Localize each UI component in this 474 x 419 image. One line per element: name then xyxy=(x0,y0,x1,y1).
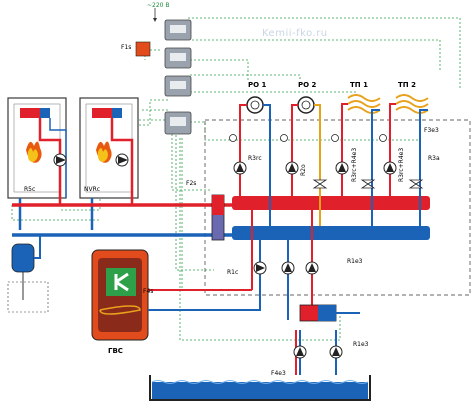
boiler-pump-2 xyxy=(115,153,129,167)
expansion-tank-icon xyxy=(11,235,41,300)
controller-stack xyxy=(164,19,192,135)
label-r1c: R1c xyxy=(227,269,239,276)
label-f3e3: F3e3 xyxy=(424,127,439,134)
pump-icon xyxy=(233,161,247,175)
controller-icon xyxy=(164,111,192,135)
label-gvs: ГВС xyxy=(108,347,123,355)
label-r1e3-b: R1e3 xyxy=(353,341,369,348)
pump-icon xyxy=(305,261,319,275)
label-r5c: R5c xyxy=(24,186,36,193)
boiler-1 xyxy=(7,97,67,199)
label-tp2: ТП 2 xyxy=(398,81,416,89)
heat-exchanger-icon xyxy=(299,304,337,322)
pump-icon xyxy=(335,161,349,175)
power-label: ~220 В xyxy=(147,2,170,9)
pump-icon xyxy=(285,161,299,175)
pump-icon xyxy=(329,345,343,359)
label-tp1: ТП 1 xyxy=(350,81,368,89)
thermometer-icon xyxy=(331,134,339,142)
label-r2o: R2o xyxy=(300,164,307,176)
label-r3rc-tp2: R3rc+R4e3 xyxy=(398,147,405,182)
valve-icon xyxy=(408,179,424,189)
label-f4s: F4s xyxy=(143,288,154,295)
label-r1e3: R1e3 xyxy=(347,258,363,265)
pool-icon xyxy=(149,375,371,401)
label-f1s: F1s xyxy=(121,44,132,51)
label-nvrc: NVRc xyxy=(84,186,101,193)
watermark: Kemii-fko.ru xyxy=(262,28,328,39)
label-f2s: F2s xyxy=(186,180,197,187)
return-manifold xyxy=(232,226,430,240)
boiler-2 xyxy=(79,97,139,199)
power-socket-icon xyxy=(135,41,151,57)
thermometer-icon xyxy=(280,134,288,142)
controller-icon xyxy=(164,75,192,97)
supply-manifold xyxy=(232,196,430,210)
pump-icon xyxy=(253,261,267,275)
thermometer-icon xyxy=(379,134,387,142)
label-ro2: РО 2 xyxy=(298,81,317,89)
label-r3a: R3a xyxy=(428,155,440,162)
expansion-group-frame xyxy=(7,281,49,313)
boiler-pump-1 xyxy=(53,153,67,167)
label-f4e3: F4e3 xyxy=(271,370,286,377)
controller-icon xyxy=(164,19,192,41)
distribution-frame xyxy=(204,119,471,296)
control-wiring xyxy=(11,17,461,341)
valve-icon xyxy=(360,179,376,189)
controller-icon xyxy=(164,47,192,69)
hw-return-pipe xyxy=(148,240,261,311)
pump-icon xyxy=(383,161,397,175)
thermometer-icon xyxy=(229,134,237,142)
pump-icon xyxy=(281,261,295,275)
hot-water-tank-icon xyxy=(91,249,149,341)
label-r3rc-tp1: R3rc+R4e3 xyxy=(351,147,358,182)
valve-icon xyxy=(312,179,328,189)
label-r3rc: R3rc xyxy=(248,155,262,162)
label-ro1: РО 1 xyxy=(248,81,267,89)
pump-icon xyxy=(293,345,307,359)
